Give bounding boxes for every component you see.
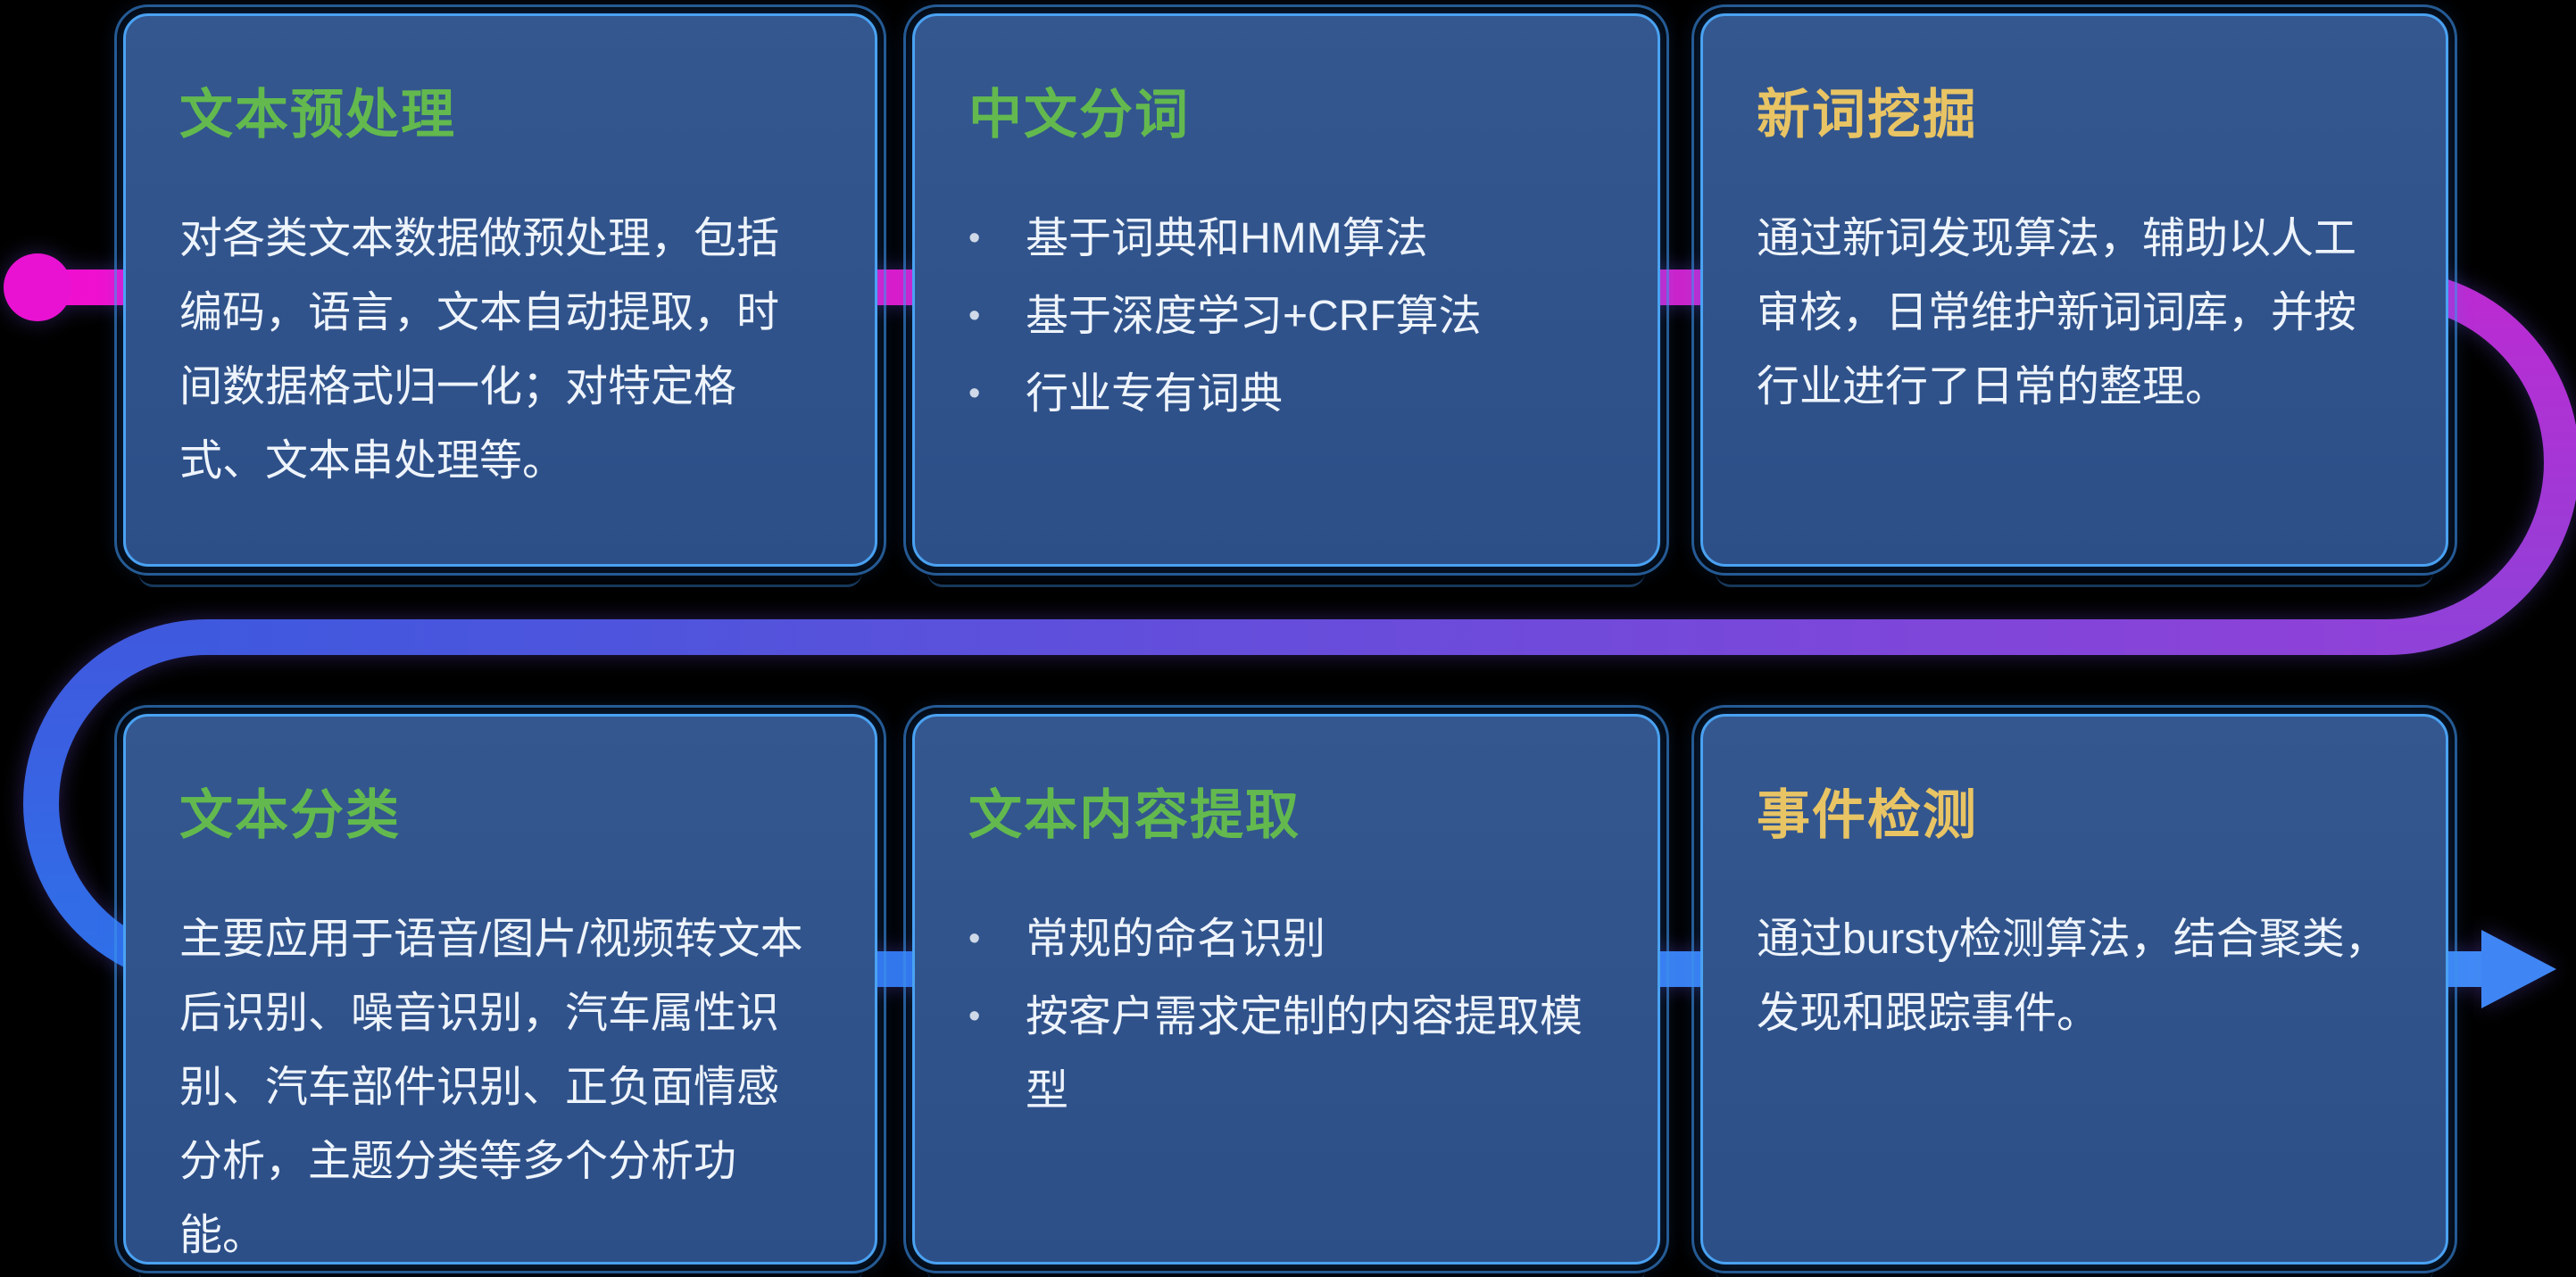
- flow-curve-right: [2386, 269, 2576, 655]
- card-text-preprocessing: 文本预处理 对各类文本数据做预处理，包括编码，语言，文本自动提取，时间数据格式归…: [114, 4, 886, 587]
- card-title: 新词挖掘: [1757, 85, 1978, 145]
- card-event-detection: 事件检测 通过bursty检测算法，结合聚类，发现和跟踪事件。: [1691, 705, 2457, 1273]
- card-body: 通过新词发现算法，辅助以人工审核，日常维护新词词库，并按行业进行了日常的整理。: [1757, 215, 2357, 410]
- bullet-text: 基于词典和HMM算法: [1026, 215, 1428, 262]
- card-body: 主要应用于语音/图片/视频转文本后识别、噪音识别，汽车属性识别、汽车部件识别、正…: [179, 916, 803, 1259]
- card-bullet-list: • 基于词典和HMM算法 • 基于深度学习+CRF算法 • 行业专有词典: [968, 202, 1604, 431]
- flow-arrowhead-icon: [2481, 930, 2556, 1008]
- card-title: 文本预处理: [179, 85, 456, 145]
- bullet-item: • 基于词典和HMM算法: [968, 202, 1604, 276]
- card-new-word-mining: 新词挖掘 通过新词发现算法，辅助以人工审核，日常维护新词词库，并按行业进行了日常…: [1691, 4, 2457, 587]
- card-body: 通过bursty检测算法，结合聚类，发现和跟踪事件。: [1757, 916, 2388, 1037]
- card-title: 文本分类: [179, 785, 401, 845]
- flow-start-dot-icon: [4, 253, 71, 321]
- bullet-dot-icon: •: [968, 998, 981, 1035]
- bullet-dot-icon: •: [968, 297, 981, 335]
- bullet-text: 行业专有词典: [1026, 370, 1284, 418]
- card-text-classification: 文本分类 主要应用于语音/图片/视频转文本后识别、噪音识别，汽车属性识别、汽车部…: [114, 705, 886, 1273]
- bullet-dot-icon: •: [968, 220, 981, 257]
- bullet-item: • 行业专有词典: [968, 357, 1604, 431]
- card-title: 中文分词: [968, 85, 1190, 145]
- bullet-item: • 基于深度学习+CRF算法: [968, 279, 1604, 353]
- bullet-item: • 常规的命名识别: [968, 902, 1604, 976]
- bullet-dot-icon: •: [968, 920, 981, 958]
- card-chinese-word-segmentation: 中文分词 • 基于词典和HMM算法 • 基于深度学习+CRF算法 • 行业专有词典: [903, 4, 1669, 587]
- bullet-text: 基于深度学习+CRF算法: [1026, 293, 1482, 340]
- bullet-text: 按客户需求定制的内容提取模型: [1026, 993, 1583, 1115]
- card-text-content-extraction: 文本内容提取 • 常规的命名识别 • 按客户需求定制的内容提取模型: [903, 705, 1669, 1273]
- card-body: 对各类文本数据做预处理，包括编码，语言，文本自动提取，时间数据格式归一化；对特定…: [179, 215, 780, 485]
- card-title: 事件检测: [1757, 785, 1978, 845]
- card-title: 文本内容提取: [968, 785, 1300, 845]
- card-bullet-list: • 常规的命名识别 • 按客户需求定制的内容提取模型: [968, 902, 1604, 1128]
- bullet-text: 常规的命名识别: [1026, 916, 1326, 963]
- bullet-item: • 按客户需求定制的内容提取模型: [968, 980, 1604, 1128]
- bullet-dot-icon: •: [968, 375, 981, 412]
